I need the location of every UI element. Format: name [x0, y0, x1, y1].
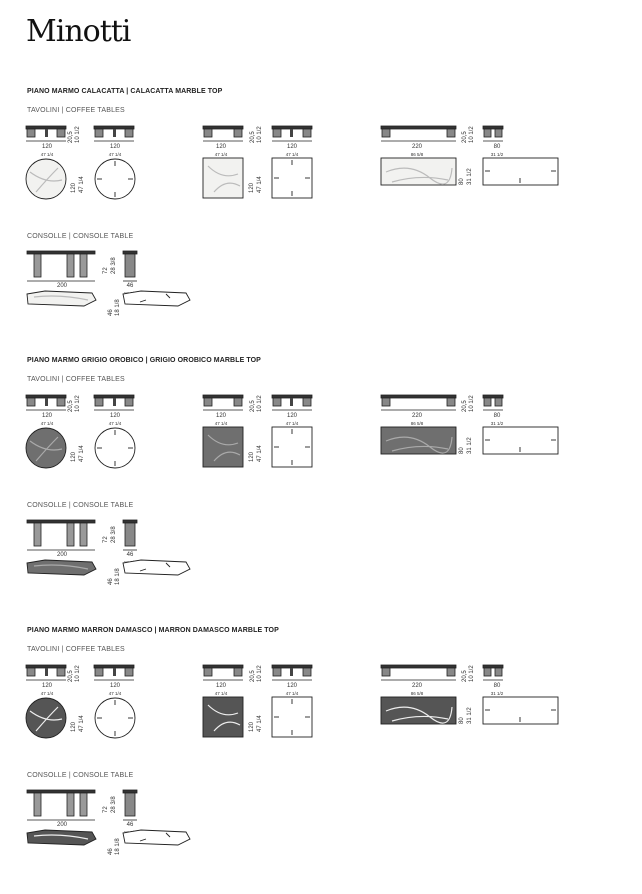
console-elevation — [26, 789, 138, 821]
dim-width: 120 — [286, 144, 297, 150]
square-table-plans — [202, 696, 313, 738]
coffee-tables-label: TAVOLINI | COFFEE TABLES — [27, 376, 125, 383]
square-table-elevation — [202, 664, 313, 681]
round-table-elevation — [25, 394, 135, 411]
marble-vein — [391, 445, 449, 452]
dim-width-in: 47 1/4 — [285, 152, 299, 157]
section-title: PIANO MARMO CALACATTA | CALACATTA MARBLE… — [27, 88, 223, 95]
console-elevation — [26, 519, 138, 551]
dim-width-in: 47 1/4 — [108, 691, 122, 696]
dim-width-in: 47 1/4 — [214, 691, 228, 696]
brand-logo: Minotti — [26, 14, 131, 49]
dim-width: 120 — [286, 413, 297, 419]
console-table-label: CONSOLLE | CONSOLE TABLE — [27, 502, 134, 509]
marble-section: PIANO MARMO GRIGIO OROBICO | GRIGIO OROB… — [0, 357, 642, 622]
marble-section: PIANO MARMO MARRON DAMASCO | MARRON DAMA… — [0, 627, 642, 892]
technical-drawings — [25, 394, 559, 576]
console-table-label: CONSOLLE | CONSOLE TABLE — [27, 233, 134, 240]
rect-table-elevation — [380, 394, 504, 411]
dim-width: 80 — [493, 413, 501, 419]
marble-vein — [207, 704, 239, 716]
dim-width-in: 47 1/4 — [108, 421, 122, 426]
coffee-tables-label: TAVOLINI | COFFEE TABLES — [27, 646, 125, 653]
console-table-label: CONSOLLE | CONSOLE TABLE — [27, 772, 134, 779]
dim-width-in: 47 1/4 — [40, 152, 54, 157]
dim-width-in: 86 5/8 — [410, 691, 424, 696]
dim-width: 200 — [56, 552, 67, 558]
dim-width-in: 31 1/2 — [490, 421, 504, 426]
dim-width-in: 47 1/4 — [214, 421, 228, 426]
rect-table-plans — [380, 157, 559, 186]
round-table-elevation — [25, 664, 135, 681]
marble-vein — [33, 564, 89, 570]
dim-width-in: 86 5/8 — [410, 152, 424, 157]
rect-table-elevation — [380, 125, 504, 142]
dim-width: 120 — [109, 144, 120, 150]
round-table-plans — [25, 697, 136, 739]
square-table-plans — [202, 426, 313, 468]
dim-width-in: 31 1/2 — [490, 691, 504, 696]
round-table-plans — [25, 158, 136, 200]
dim-width: 120 — [41, 413, 52, 419]
marble-vein — [35, 436, 59, 462]
console-plans — [26, 559, 191, 576]
dim-width: 220 — [411, 144, 422, 150]
square-table-elevation — [202, 394, 313, 411]
dim-width-in: 47 1/4 — [40, 691, 54, 696]
round-table-plans — [25, 427, 136, 469]
rect-table-plans — [380, 426, 559, 455]
square-table-elevation — [202, 125, 313, 142]
dim-width: 120 — [109, 683, 120, 689]
dim-width: 220 — [411, 683, 422, 689]
dim-depth: 46 — [126, 552, 134, 558]
dim-width-in: 47 1/4 — [285, 691, 299, 696]
dim-width-in: 47 1/4 — [285, 421, 299, 426]
console-elevation — [26, 250, 138, 282]
section-title: PIANO MARMO GRIGIO OROBICO | GRIGIO OROB… — [27, 357, 261, 364]
square-table-plans — [202, 157, 313, 199]
dim-width-in: 47 1/4 — [108, 152, 122, 157]
rect-table-elevation — [380, 664, 504, 681]
rect-table-plans — [380, 696, 559, 725]
dim-width: 220 — [411, 413, 422, 419]
dim-width-in: 47 1/4 — [214, 152, 228, 157]
dim-width: 120 — [109, 413, 120, 419]
dim-width: 200 — [56, 822, 67, 828]
technical-drawings — [25, 125, 559, 307]
dim-width: 80 — [493, 683, 501, 689]
marble-vein — [213, 721, 241, 732]
dim-width-in: 31 1/2 — [490, 152, 504, 157]
dim-width-in: 86 5/8 — [410, 421, 424, 426]
console-plans — [26, 290, 191, 307]
coffee-tables-label: TAVOLINI | COFFEE TABLES — [27, 107, 125, 114]
marble-vein — [207, 434, 239, 446]
dim-width: 120 — [215, 683, 226, 689]
dim-width-in: 47 1/4 — [40, 421, 54, 426]
technical-drawings — [25, 664, 559, 846]
dim-width: 120 — [41, 144, 52, 150]
dim-depth: 46 — [126, 822, 134, 828]
marble-vein — [391, 715, 449, 722]
dim-width: 80 — [493, 144, 501, 150]
marble-vein — [35, 167, 59, 193]
marble-section: PIANO MARMO CALACATTA | CALACATTA MARBLE… — [0, 88, 642, 353]
marble-vein — [213, 451, 241, 462]
dim-width: 120 — [41, 683, 52, 689]
marble-vein — [35, 706, 59, 732]
dim-depth: 46 — [126, 283, 134, 289]
marble-vein — [213, 182, 241, 193]
round-table-elevation — [25, 125, 135, 142]
marble-vein — [33, 834, 89, 840]
dim-width: 120 — [215, 144, 226, 150]
marble-vein — [391, 176, 449, 183]
dim-width: 200 — [56, 283, 67, 289]
marble-vein — [207, 165, 239, 177]
dim-width: 120 — [286, 683, 297, 689]
dim-width: 120 — [215, 413, 226, 419]
console-plans — [26, 829, 191, 846]
marble-vein — [33, 295, 89, 301]
section-title: PIANO MARMO MARRON DAMASCO | MARRON DAMA… — [27, 627, 279, 634]
